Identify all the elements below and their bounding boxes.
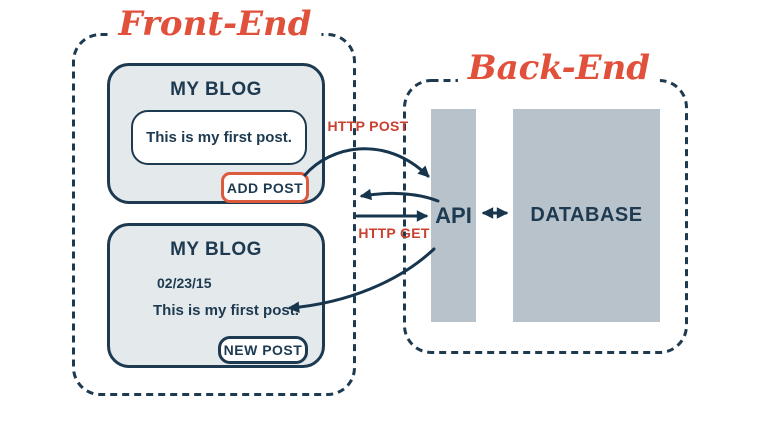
http-get-label: HTTP GET [358,225,430,241]
blog-card-after: MY BLOG 02/23/15 This is my first post. … [107,223,325,368]
new-post-button[interactable]: NEW POST [218,336,308,364]
blog-card-title: MY BLOG [170,239,262,260]
database-label: DATABASE [530,204,643,226]
post-text: This is my first post. [153,302,299,319]
api-response-arrow-icon [359,188,440,203]
backend-title: Back-End [457,49,661,88]
add-post-button[interactable]: ADD POST [221,172,309,203]
post-input-box: This is my first post. [131,110,307,165]
api-block: API [431,109,476,322]
database-block: DATABASE [513,109,660,322]
frontend-title: Front-End [108,5,322,44]
blog-card-before: MY BLOG This is my first post. ADD POST [107,63,325,204]
http-post-label: HTTP POST [327,118,409,134]
post-input-text: This is my first post. [146,129,292,146]
post-date: 02/23/15 [157,275,212,291]
blog-card-title: MY BLOG [170,79,262,100]
api-label: API [435,202,472,228]
